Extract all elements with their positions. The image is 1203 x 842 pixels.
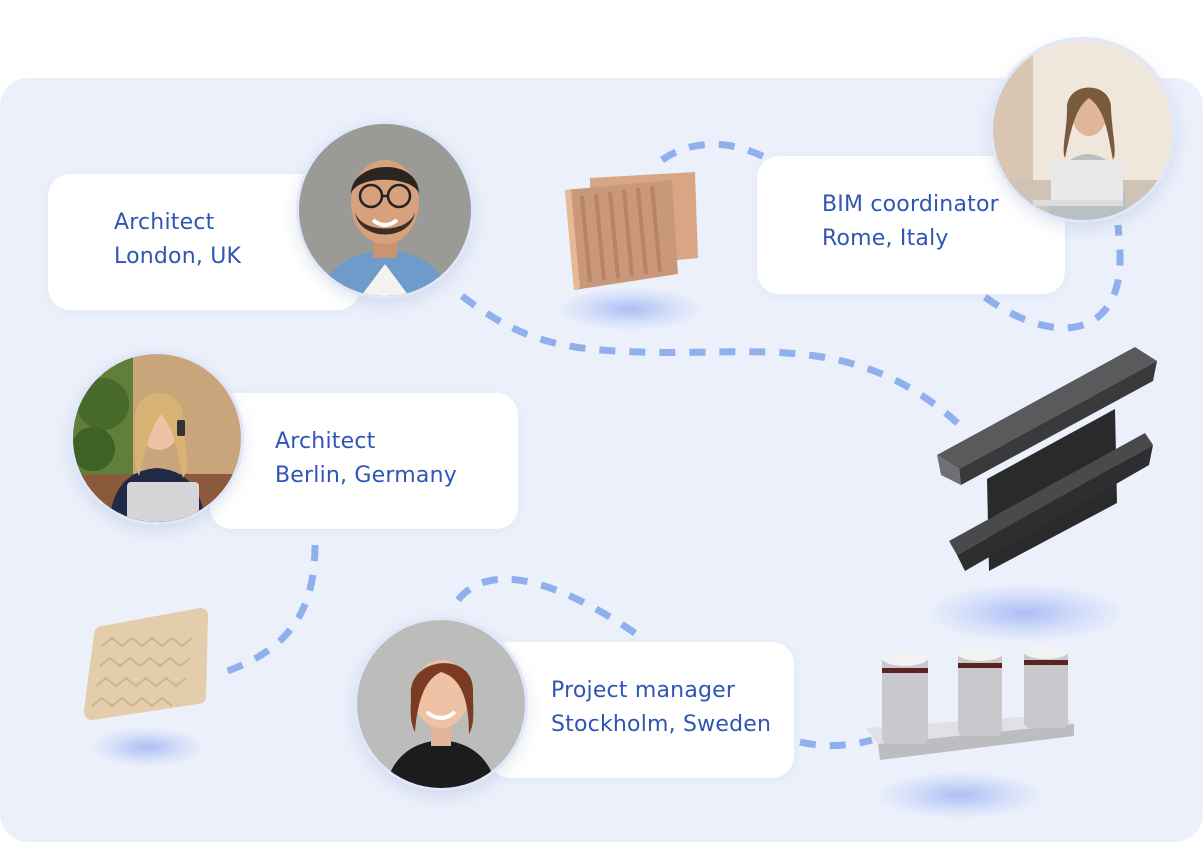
profile-location: London, UK bbox=[114, 244, 242, 269]
acoustic-panel-icon bbox=[560, 170, 700, 292]
tile-shadow-glow bbox=[92, 728, 202, 766]
beam-shadow-glow bbox=[930, 585, 1120, 641]
profile-location: Berlin, Germany bbox=[275, 463, 457, 488]
textured-tile-icon bbox=[82, 606, 210, 724]
avatar-project-manager-stockholm bbox=[357, 620, 525, 788]
profile-role: Architect bbox=[114, 210, 215, 235]
profile-role: BIM coordinator bbox=[822, 192, 999, 217]
profile-role: Architect bbox=[275, 429, 376, 454]
avatar-architect-berlin bbox=[73, 354, 241, 522]
bollard-shadow-glow bbox=[880, 772, 1040, 818]
profile-card-project-manager-stockholm: Project manager Stockholm, Sweden bbox=[488, 642, 794, 778]
profile-card-architect-berlin: Architect Berlin, Germany bbox=[210, 393, 518, 529]
avatar-architect-london bbox=[299, 124, 471, 296]
profile-location: Stockholm, Sweden bbox=[551, 712, 772, 737]
avatar-bim-coordinator-rome bbox=[993, 40, 1173, 220]
profile-location: Rome, Italy bbox=[822, 226, 949, 251]
profile-role: Project manager bbox=[551, 678, 736, 703]
steel-i-beam-icon bbox=[935, 345, 1160, 580]
bollards-icon bbox=[862, 645, 1077, 763]
panel-shadow-glow bbox=[560, 288, 700, 330]
